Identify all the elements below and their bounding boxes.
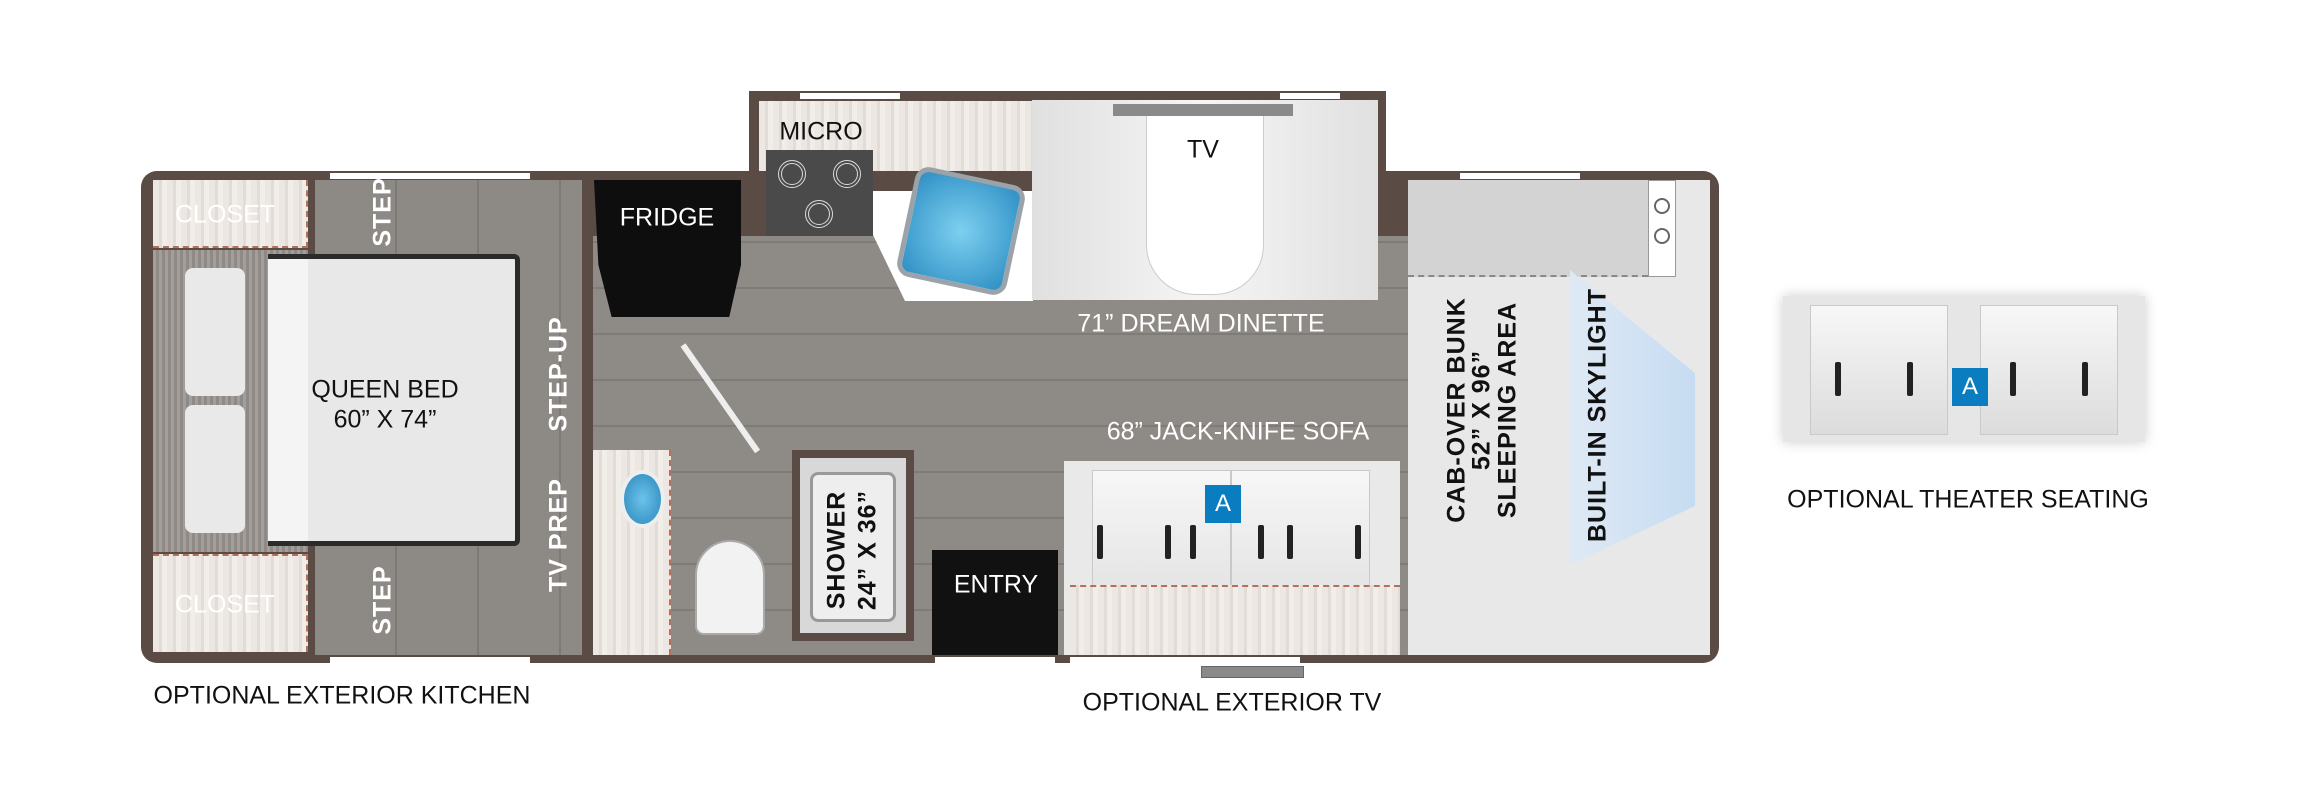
interior-wall [582,443,593,655]
window [1070,657,1300,663]
interior-wall [582,180,593,317]
queen-bed-size: 60” X 74” [333,405,437,434]
seatbelt-icon [2082,362,2088,396]
burner-icon [805,200,833,228]
theater-seat [1810,305,1948,435]
closet-bottom-label: CLOSET [174,590,276,619]
seatbelt-icon [1097,525,1103,559]
pillow [185,405,245,533]
seatbelt-icon [2010,362,2016,396]
window [1280,93,1340,99]
sofa-badge-a: A [1205,485,1241,523]
step-top-label: STEP [368,177,397,247]
toilet[interactable] [695,540,765,635]
bath-sink[interactable] [620,470,665,528]
window [1460,173,1580,179]
window [330,173,530,179]
tv-prep-label: TV PREP [544,478,573,592]
shower-size: 24” X 36” [853,489,882,611]
tv-bar [1113,104,1293,116]
dinette-label: 71” DREAM DINETTE [1077,309,1325,338]
burner-icon [833,160,861,188]
window [330,657,530,663]
skylight-label: BUILT-IN SKYLIGHT [1583,287,1612,543]
seatbelt-icon [1190,525,1196,559]
seatbelt-icon [1165,525,1171,559]
step-bottom-label: STEP [368,565,397,635]
seatbelt-icon [1355,525,1361,559]
burner-icon [778,160,806,188]
exterior-tv[interactable] [1201,666,1304,678]
theater-badge-a: A [1952,368,1988,406]
theater-seat [1980,305,2118,435]
closet-top [153,180,308,248]
optional-theater-seating-label: OPTIONAL THEATER SEATING [1787,485,2149,514]
pillow [185,268,245,396]
speaker-icon [1654,228,1670,244]
sofa-label: 68” JACK-KNIFE SOFA [1106,417,1370,446]
seatbelt-icon [1907,362,1913,396]
closet-bottom [153,554,308,652]
entry[interactable] [932,550,1058,655]
optional-exterior-tv-label: OPTIONAL EXTERIOR TV [1082,688,1382,717]
fridge-label: FRIDGE [619,203,715,232]
closet-top-label: CLOSET [174,200,276,229]
dinette-table[interactable] [1146,110,1264,295]
fridge[interactable] [594,180,741,317]
kitchen-sink[interactable] [894,164,1028,298]
cabover-label-2: 52” X 96” [1467,349,1496,471]
queen-bed[interactable] [268,254,520,546]
optional-exterior-kitchen-label: OPTIONAL EXTERIOR KITCHEN [153,681,531,710]
seatbelt-icon [1287,525,1293,559]
window [935,657,1055,663]
queen-bed-label: QUEEN BED [311,375,459,404]
micro-label: MICRO [779,117,863,146]
sofa-base [1070,585,1400,655]
tv-label: TV [1187,135,1219,164]
seatbelt-icon [1258,525,1264,559]
speaker-icon [1654,198,1670,214]
seatbelt-icon [1835,362,1841,396]
cabover-label-3: SLEEPING AREA [1493,301,1522,519]
entry-label: ENTRY [953,570,1039,599]
cab-over-upper [1408,180,1648,277]
window [800,93,900,99]
step-up-label: STEP-UP [544,316,573,432]
shower-label: SHOWER [822,490,851,610]
shower-pan [810,472,896,622]
